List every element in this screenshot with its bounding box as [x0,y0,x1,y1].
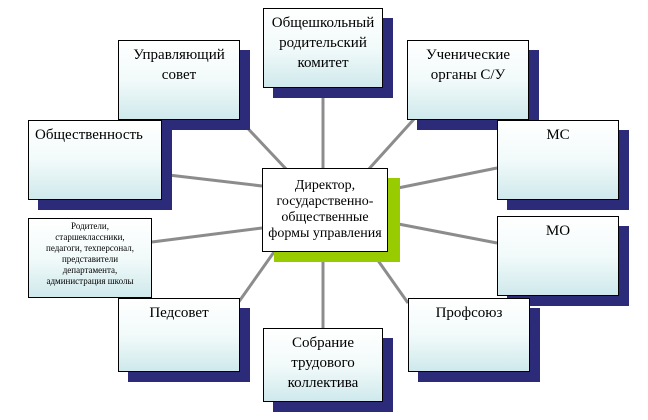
node-trade-union-label: Профсоюз [408,298,530,372]
node-governing-council-label: Управляющий совет [118,40,240,120]
node-public: Общественность [28,120,172,210]
connector-stakeholders [151,226,263,244]
node-pedsovet: Педсовет [118,298,250,382]
connector-mo [387,220,498,245]
node-parent-committee-label: Общешкольный родительский комитет [263,8,383,88]
node-stakeholders: Родители, старшеклассники, педагоги, тех… [28,218,152,298]
node-student-bodies-label: Ученические органы С/У [407,40,529,120]
node-parent-committee: Общешкольный родительский комитет [263,8,393,98]
node-student-bodies: Ученические органы С/У [407,40,539,130]
node-public-label: Общественность [28,120,162,200]
node-mo: МО [497,216,629,306]
node-pedsovet-label: Педсовет [118,298,240,372]
node-stakeholders-label: Родители, старшеклассники, педагоги, тех… [28,218,152,298]
node-labor-assembly: Собрание трудового коллектива [263,328,393,412]
node-labor-assembly-label: Собрание трудового коллектива [263,328,383,402]
node-director: Директор, государственно- общественные ф… [262,168,400,262]
connector-student-bodies [366,116,417,172]
connector-ms [387,166,498,192]
node-ms: МС [497,120,629,210]
node-mo-label: МО [497,216,619,296]
node-director-label: Директор, государственно- общественные ф… [262,168,388,252]
node-ms-label: МС [497,120,619,200]
node-governing-council: Управляющий совет [118,40,250,130]
node-trade-union: Профсоюз [408,298,540,382]
connector-public [159,172,263,188]
connector-pedsovet [236,251,276,304]
